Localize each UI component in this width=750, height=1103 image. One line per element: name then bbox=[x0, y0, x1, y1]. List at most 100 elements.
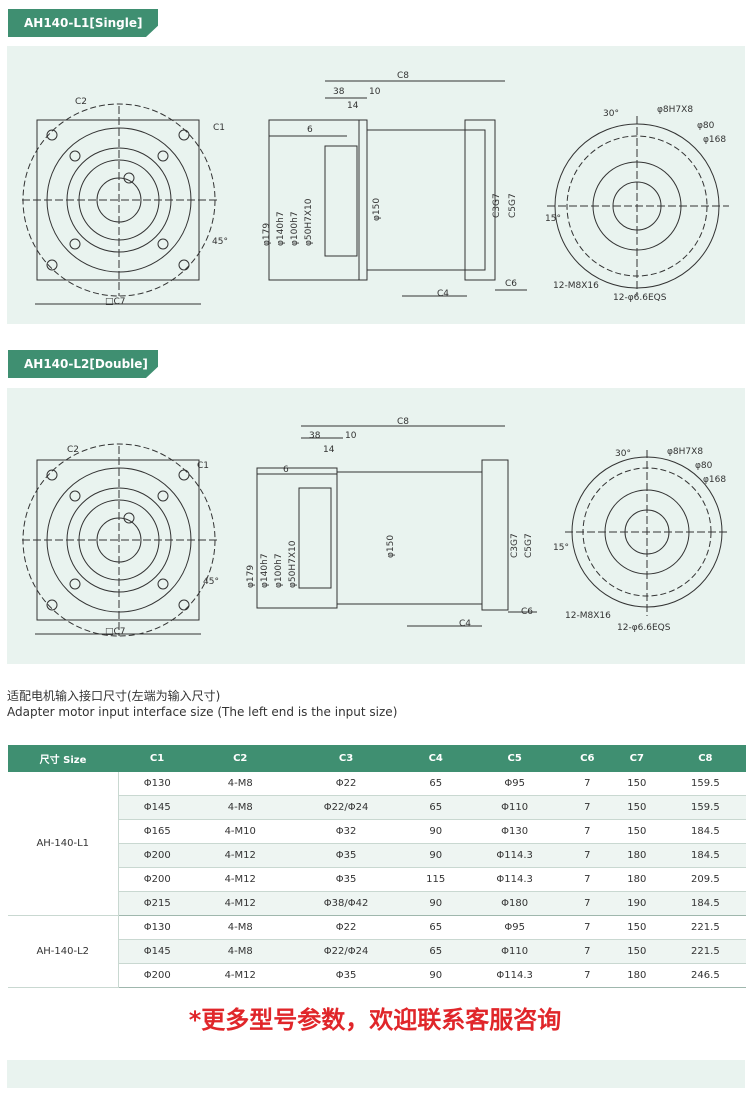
table-cell-c5: Φ114.3 bbox=[463, 867, 566, 892]
label-c6: C6 bbox=[505, 279, 517, 289]
header-c4: C4 bbox=[407, 745, 464, 772]
table-cell-c3: Φ22/Φ24 bbox=[284, 939, 408, 964]
table-cell-c8: 221.5 bbox=[664, 939, 746, 964]
table-cell-c8: 209.5 bbox=[664, 867, 746, 892]
table-cell-c6: 7 bbox=[565, 819, 609, 844]
table-cell-c5: Φ95 bbox=[463, 915, 566, 940]
table-cell-c6: 7 bbox=[565, 867, 609, 892]
header-c6: C6 bbox=[565, 745, 609, 772]
label-phi168: φ168 bbox=[703, 475, 726, 485]
table-cell-c4: 90 bbox=[407, 891, 464, 916]
header-c7: C7 bbox=[608, 745, 665, 772]
drawing-panel-l1: C2 C1 □C7 45° C8 38 10 14 6 φ179 φ140h7 … bbox=[7, 46, 745, 324]
label-c6: C6 bbox=[521, 607, 533, 617]
table-cell-c8: 159.5 bbox=[664, 795, 746, 820]
label-10: 10 bbox=[345, 431, 357, 441]
table-cell-c2: 4-M12 bbox=[196, 963, 285, 988]
table-cell-c8: 159.5 bbox=[664, 772, 746, 796]
table-cell-c4: 90 bbox=[407, 963, 464, 988]
label-38: 38 bbox=[309, 431, 321, 441]
header-c5: C5 bbox=[463, 745, 566, 772]
label-15: 15° bbox=[553, 543, 569, 553]
label-45: 45° bbox=[203, 577, 219, 587]
label-phi150: φ150 bbox=[386, 535, 396, 558]
caption-en: Adapter motor input interface size (The … bbox=[7, 705, 398, 719]
label-phi100: φ100h7 bbox=[290, 211, 300, 246]
label-phi100: φ100h7 bbox=[274, 553, 284, 588]
table-cell-c6: 7 bbox=[565, 772, 609, 796]
label-c4: C4 bbox=[437, 289, 449, 299]
drawing-panel-l2: C2 C1 □C7 45° C8 38 10 14 6 φ179 φ140h7 … bbox=[7, 388, 745, 664]
table-cell-c1: Φ165 bbox=[118, 819, 197, 844]
model-cell: AH-140-L1 bbox=[8, 772, 119, 916]
table-cell-c7: 180 bbox=[608, 843, 665, 868]
label-10: 10 bbox=[369, 87, 381, 97]
table-cell-c4: 115 bbox=[407, 867, 464, 892]
table-cell-c6: 7 bbox=[565, 939, 609, 964]
table-cell-c6: 7 bbox=[565, 795, 609, 820]
table-cell-c5: Φ110 bbox=[463, 939, 566, 964]
table-cell-c5: Φ130 bbox=[463, 819, 566, 844]
table-cell-c1: Φ145 bbox=[118, 939, 197, 964]
table-cell-c1: Φ215 bbox=[118, 891, 197, 916]
table-cell-c7: 150 bbox=[608, 939, 665, 964]
table-cell-c8: 246.5 bbox=[664, 963, 746, 988]
table-cell-c5: Φ110 bbox=[463, 795, 566, 820]
table-cell-c8: 184.5 bbox=[664, 843, 746, 868]
table-cell-c1: Φ145 bbox=[118, 795, 197, 820]
contact-notice: *更多型号参数，欢迎联系客服咨询 bbox=[188, 1006, 562, 1034]
table-cell-c1: Φ200 bbox=[118, 963, 197, 988]
table-cell-c3: Φ35 bbox=[284, 963, 408, 988]
label-c8: C8 bbox=[397, 417, 409, 427]
model-cell: AH-140-L2 bbox=[8, 915, 119, 988]
label-phi50: φ50H7X10 bbox=[304, 198, 314, 246]
label-c2: C2 bbox=[75, 97, 87, 107]
table-cell-c7: 180 bbox=[608, 867, 665, 892]
table-cell-c5: Φ114.3 bbox=[463, 843, 566, 868]
label-phi140: φ140h7 bbox=[276, 211, 286, 246]
technical-drawing-l1: C2 C1 □C7 45° C8 38 10 14 6 φ179 φ140h7 … bbox=[22, 71, 729, 307]
table-cell-c2: 4-M10 bbox=[196, 819, 285, 844]
label-phi80: φ80 bbox=[697, 121, 715, 131]
label-30: 30° bbox=[615, 449, 631, 459]
table-cell-c6: 7 bbox=[565, 843, 609, 868]
label-c2: C2 bbox=[67, 445, 79, 455]
table-cell-c3: Φ22 bbox=[284, 772, 408, 796]
label-phi179: φ179 bbox=[246, 565, 256, 588]
table-cell-c2: 4-M12 bbox=[196, 867, 285, 892]
header-c3: C3 bbox=[284, 745, 408, 772]
label-c5: C5G7 bbox=[508, 193, 518, 218]
label-phi8: φ8H7X8 bbox=[657, 105, 693, 115]
table-cell-c5: Φ95 bbox=[463, 772, 566, 796]
label-c7: □C7 bbox=[105, 627, 126, 637]
label-eqs: 12-φ6.6EQS bbox=[617, 623, 671, 633]
table-cell-c3: Φ35 bbox=[284, 843, 408, 868]
table-cell-c1: Φ200 bbox=[118, 843, 197, 868]
caption-cn: 适配电机输入接口尺寸(左端为输入尺寸) bbox=[7, 689, 221, 703]
label-phi140: φ140h7 bbox=[260, 553, 270, 588]
header-c1: C1 bbox=[118, 745, 197, 772]
label-eqs: 12-φ6.6EQS bbox=[613, 293, 667, 303]
label-phi8: φ8H7X8 bbox=[667, 447, 703, 457]
table-header-row: 尺寸 Size C1 C2 C3 C4 C5 C6 C7 C8 bbox=[8, 745, 746, 772]
label-6: 6 bbox=[283, 465, 289, 475]
label-phi168: φ168 bbox=[703, 135, 726, 145]
table-cell-c2: 4-M12 bbox=[196, 843, 285, 868]
table-cell-c1: Φ130 bbox=[118, 772, 197, 796]
table-cell-c3: Φ38/Φ42 bbox=[284, 891, 408, 916]
header-c8: C8 bbox=[664, 745, 746, 772]
table-cell-c6: 7 bbox=[565, 963, 609, 988]
label-c8: C8 bbox=[397, 71, 409, 81]
label-30: 30° bbox=[603, 109, 619, 119]
label-phi150: φ150 bbox=[372, 198, 382, 221]
label-14: 14 bbox=[347, 101, 359, 111]
label-c5: C5G7 bbox=[524, 533, 534, 558]
section-title-l2: AH140-L2[Double] bbox=[8, 350, 158, 378]
